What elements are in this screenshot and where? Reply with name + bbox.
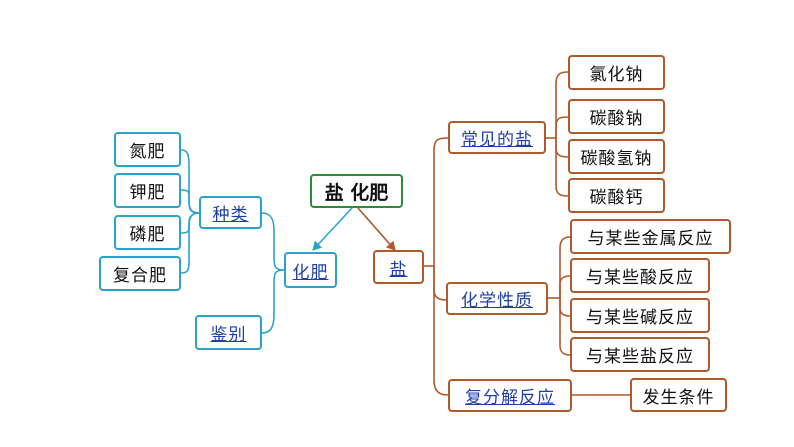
property-acid: 与某些酸反应 [570,258,710,293]
fertilizer-type-potassium: 钾肥 [114,173,181,208]
types-node: 种类 [199,196,262,229]
common-salt-nacl: 氯化钠 [568,55,665,90]
root-title: 盐 化肥 [310,174,403,208]
property-base: 与某些碱反应 [570,298,710,333]
fertilizer-branch-lines [180,149,285,334]
salt-branch-lines [424,71,630,396]
common-salts-link[interactable]: 常见的盐 [461,130,533,150]
property-salt: 与某些盐反应 [570,337,710,372]
chemical-properties-node: 化学性质 [446,282,548,315]
root-to-salt-arrow [357,207,396,251]
salt-node: 盐 [373,250,424,284]
identify-node: 鉴别 [195,315,262,350]
common-salt-nahco3: 碳酸氢钠 [568,139,665,174]
fertilizer-type-compound: 复合肥 [99,256,181,291]
double-decomposition-link[interactable]: 复分解反应 [465,388,555,408]
identify-link[interactable]: 鉴别 [210,325,247,345]
reaction-conditions: 发生条件 [630,378,727,412]
fertilizer-type-nitrogen: 氮肥 [114,132,181,167]
chemical-properties-link[interactable]: 化学性质 [461,291,533,311]
salt-link[interactable]: 盐 [389,259,408,280]
double-decomposition-node: 复分解反应 [448,379,572,412]
fertilizer-link[interactable]: 化肥 [292,262,329,283]
fertilizer-type-phosphorus: 磷肥 [114,215,181,250]
types-link[interactable]: 种类 [212,205,249,225]
common-salts-node: 常见的盐 [448,121,546,154]
common-salt-caco3: 碳酸钙 [568,178,665,213]
root-to-fertilizer-arrow [312,207,353,251]
property-metal: 与某些金属反应 [570,219,731,254]
common-salt-na2co3: 碳酸钠 [568,99,665,134]
fertilizer-node: 化肥 [284,252,337,288]
